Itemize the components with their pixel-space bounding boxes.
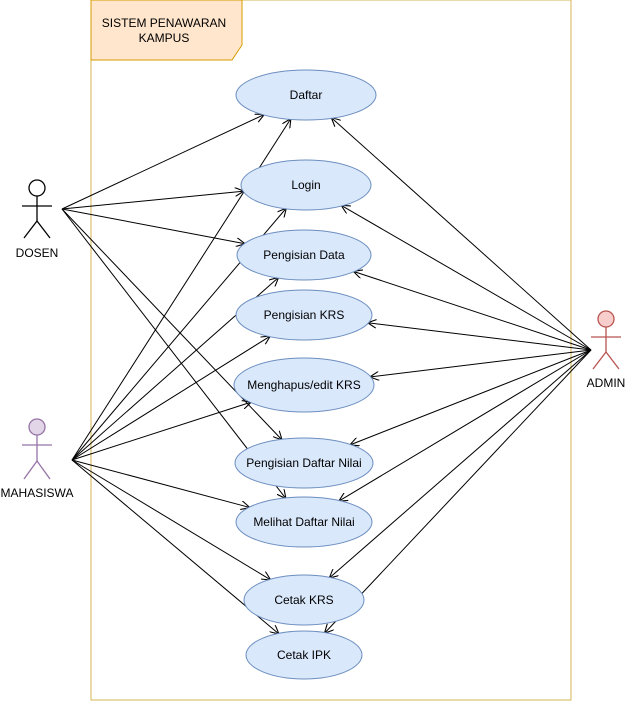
use-case-daftar-shape [235,69,377,121]
use-case-pengisian-daftar-nilai-label: Pengisian Daftar Nilai [246,456,361,470]
association-admin-login [342,206,592,351]
association-admin-menghapus-edit-krs [371,349,592,377]
use-case-pengisian-krs-shape [235,289,373,341]
actor-admin[interactable] [591,310,621,370]
use-case-pengisian-daftar-nilai[interactable]: Pengisian Daftar Nilai [234,437,374,489]
association-mahasiswa-pengisian-krs [71,337,270,461]
actor-dosen-left-leg [23,220,38,239]
association-dosen-login [61,191,243,210]
actor-dosen-right-leg [36,220,51,239]
system-title-line-2: KAMPUS [139,31,190,45]
use-case-cetak-krs[interactable]: Cetak KRS [243,574,365,626]
system-title-box [90,0,243,61]
association-mahasiswa-melihat-daftar-nilai [71,459,249,507]
use-case-menghapus-edit-krs-label: Menghapus/edit KRS [247,378,360,392]
actor-admin-label: ADMIN [587,376,626,390]
association-mahasiswa-cetak-krs [71,459,270,579]
use-case-daftar[interactable]: Daftar [235,69,377,121]
use-case-cetak-ipk-label: Cetak IPK [277,648,331,662]
actor-admin-head [597,310,615,328]
use-case-daftar-label: Daftar [290,88,323,102]
use-case-cetak-krs-shape [243,574,365,626]
use-case-cetak-krs-label: Cetak KRS [274,593,333,607]
actor-admin-left-leg [592,351,607,370]
actor-dosen-head [28,179,46,197]
actor-dosen-label: DOSEN [16,246,59,260]
use-case-pengisian-data-label: Pengisian Data [263,248,345,262]
association-admin-melihat-daftar-nilai [340,349,592,501]
actor-mahasiswa[interactable] [22,418,52,480]
actor-mahasiswa-right-leg [36,460,51,480]
system-title-line-1: SISTEM PENAWARAN [102,16,226,30]
use-case-melihat-daftar-nilai[interactable]: Melihat Daftar Nilai [235,496,373,548]
use-case-login[interactable]: Login [240,159,372,211]
association-lines [61,115,592,634]
association-dosen-daftar [61,115,263,210]
association-mahasiswa-cetak-ipk [71,459,278,633]
actor-dosen[interactable] [22,179,52,239]
use-case-pengisian-data-shape [236,229,372,281]
use-case-menghapus-edit-krs-shape [233,357,375,413]
association-admin-cetak-krs [330,349,592,577]
use-case-login-shape [240,159,372,211]
use-case-pengisian-krs-label: Pengisian KRS [264,308,345,322]
association-admin-pengisian-daftar-nilai [351,349,592,445]
use-case-cetak-ipk-shape [245,630,363,680]
actor-mahasiswa-left-leg [23,460,38,480]
association-admin-pengisian-data [354,272,592,351]
actor-mahasiswa-label: MAHASISWA [1,486,74,500]
association-mahasiswa-menghapus-edit-krs [71,402,250,461]
use-case-menghapus-edit-krs[interactable]: Menghapus/edit KRS [233,357,375,413]
association-admin-daftar [332,118,592,351]
use-case-melihat-daftar-nilai-label: Melihat Daftar Nilai [253,515,354,529]
actor-admin-right-leg [605,351,620,370]
association-admin-cetak-ipk [325,349,592,633]
actor-mahasiswa-head [28,418,46,436]
use-case-pengisian-data[interactable]: Pengisian Data [236,229,372,281]
use-case-melihat-daftar-nilai-shape [235,496,373,548]
use-case-cetak-ipk[interactable]: Cetak IPK [245,630,363,680]
use-case-login-label: Login [291,178,320,192]
use-case-pengisian-krs[interactable]: Pengisian KRS [235,289,373,341]
association-admin-pengisian-krs [369,323,592,351]
use-case-pengisian-daftar-nilai-shape [234,437,374,489]
